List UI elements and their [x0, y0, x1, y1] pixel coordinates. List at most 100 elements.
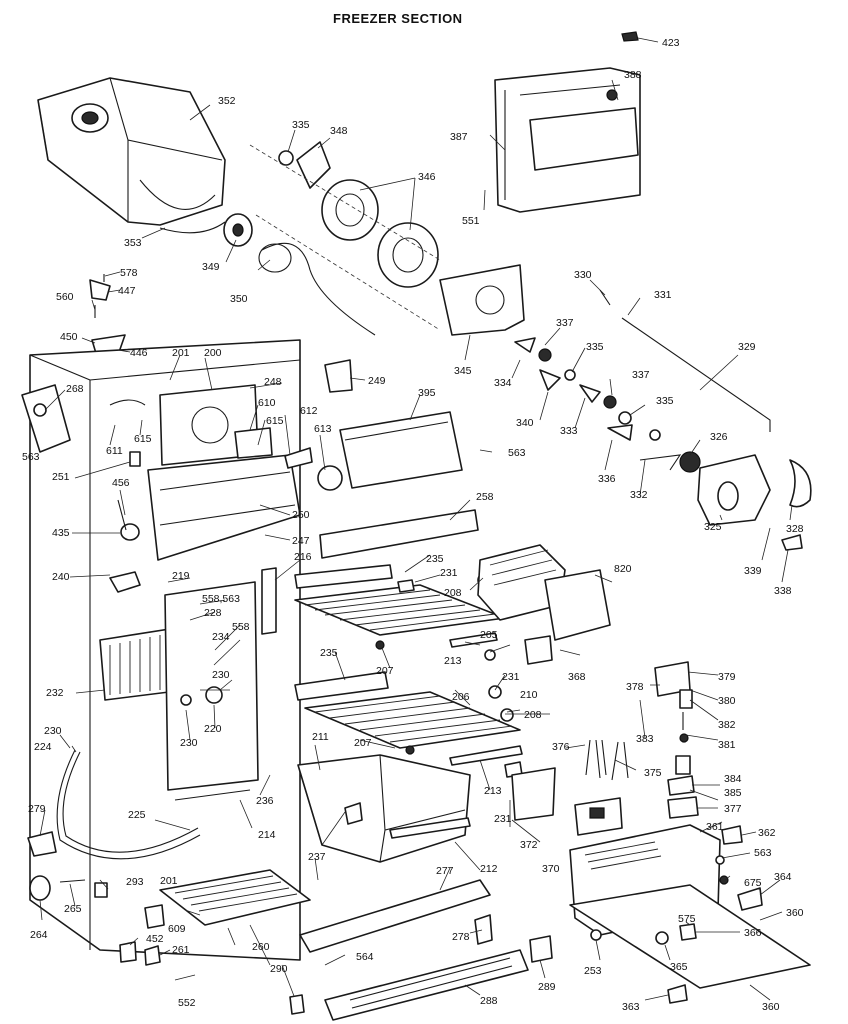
label-328: 328: [786, 523, 804, 535]
label-258: 258: [476, 491, 494, 503]
label-211: 211: [312, 731, 329, 743]
label-268: 268: [66, 383, 84, 395]
part-number-labels: 423 388 387 551 352 335 348 346 353 349 …: [22, 37, 804, 1013]
drip-tray-part: [159, 869, 311, 926]
label-220: 220: [204, 723, 222, 735]
label-208: 208: [524, 709, 542, 721]
label-237: 237: [308, 851, 326, 863]
label-231c: 231: [494, 813, 512, 825]
label-249: 249: [368, 375, 386, 387]
label-228: 228: [204, 607, 222, 619]
leader-lines: [39, 37, 793, 1001]
label-234: 234: [212, 631, 230, 643]
label-248: 248: [264, 376, 282, 388]
label-330: 330: [574, 269, 592, 281]
label-423: 423: [662, 37, 680, 49]
label-384: 384: [724, 773, 742, 785]
label-231: 231: [440, 567, 458, 579]
storage-bin-part: [297, 754, 471, 863]
label-578: 578: [120, 267, 138, 279]
alignment-line: [249, 144, 441, 331]
label-366: 366: [744, 927, 762, 939]
wire-harness-part: [585, 739, 629, 781]
label-250: 250: [292, 509, 310, 521]
label-231b: 231: [502, 671, 520, 683]
label-340: 340: [516, 417, 534, 429]
label-385: 385: [724, 787, 742, 799]
label-293: 293: [126, 876, 144, 888]
label-368: 368: [568, 671, 586, 683]
label-379: 379: [718, 671, 736, 683]
label-370: 370: [542, 863, 560, 875]
label-613: 613: [314, 423, 332, 435]
label-337b: 337: [632, 369, 650, 381]
solenoid-assembly-part: [679, 451, 812, 551]
label-575: 575: [678, 913, 696, 925]
label-236: 236: [256, 795, 274, 807]
label-558-563: 558,563: [202, 593, 240, 605]
label-329: 329: [738, 341, 756, 353]
label-230b: 230: [180, 737, 198, 749]
label-376: 376: [552, 741, 570, 753]
diagram-title: FREEZER SECTION: [333, 11, 463, 26]
water-valve-part: [511, 767, 623, 836]
defrost-control-parts: [654, 661, 699, 819]
label-200: 200: [204, 347, 222, 359]
label-362: 362: [758, 827, 776, 839]
label-261: 261: [172, 944, 190, 956]
label-253: 253: [584, 965, 602, 977]
label-382: 382: [718, 719, 736, 731]
label-201: 201: [172, 347, 190, 359]
label-219: 219: [172, 570, 190, 582]
label-363: 363: [622, 1001, 640, 1013]
label-558: 558: [232, 621, 250, 633]
label-615b: 615: [266, 415, 284, 427]
ice-maker-part: [477, 544, 611, 665]
label-213b: 213: [444, 655, 462, 667]
label-230-left: 230: [44, 725, 62, 737]
label-456: 456: [112, 477, 130, 489]
auger-assembly-part: [223, 141, 439, 336]
label-350: 350: [230, 293, 248, 305]
label-352: 352: [218, 95, 236, 107]
small-clip-part: [621, 31, 639, 42]
label-820: 820: [614, 563, 632, 575]
label-247: 247: [292, 535, 310, 547]
evaporator-coil-part: [99, 581, 259, 801]
label-207: 207: [354, 737, 372, 749]
shelf-strip-213-part: [449, 632, 498, 648]
label-611: 611: [106, 445, 123, 457]
label-560: 560: [56, 291, 74, 303]
label-335: 335: [292, 119, 310, 131]
motor-mounting-plate-part: [439, 264, 525, 336]
label-235: 235: [426, 553, 444, 565]
shelf-strip-213b-part: [449, 745, 523, 766]
label-288: 288: [480, 995, 498, 1007]
label-361: 361: [706, 821, 724, 833]
ice-bucket-part: [37, 77, 226, 226]
label-360: 360: [786, 907, 804, 919]
label-387: 387: [450, 131, 468, 143]
label-207b: 207: [376, 665, 394, 677]
label-337: 337: [556, 317, 574, 329]
vertical-rail-part: [261, 567, 277, 635]
label-610: 610: [258, 397, 276, 409]
label-235b: 235: [320, 647, 338, 659]
thermostat-part: [109, 571, 141, 593]
label-213: 213: [484, 785, 502, 797]
label-450: 450: [60, 331, 78, 343]
left-wiring-parts: [21, 384, 146, 541]
label-452: 452: [146, 933, 164, 945]
label-232: 232: [46, 687, 64, 699]
label-551: 551: [462, 215, 480, 227]
label-251: 251: [52, 471, 70, 483]
label-205: 205: [480, 629, 498, 641]
label-332: 332: [630, 489, 648, 501]
label-563c: 563: [754, 847, 772, 859]
label-265: 265: [64, 903, 82, 915]
machine-compartment-part: [569, 824, 811, 989]
toe-grille-part: [324, 949, 529, 1021]
label-279: 279: [28, 803, 46, 815]
label-447: 447: [118, 285, 136, 297]
